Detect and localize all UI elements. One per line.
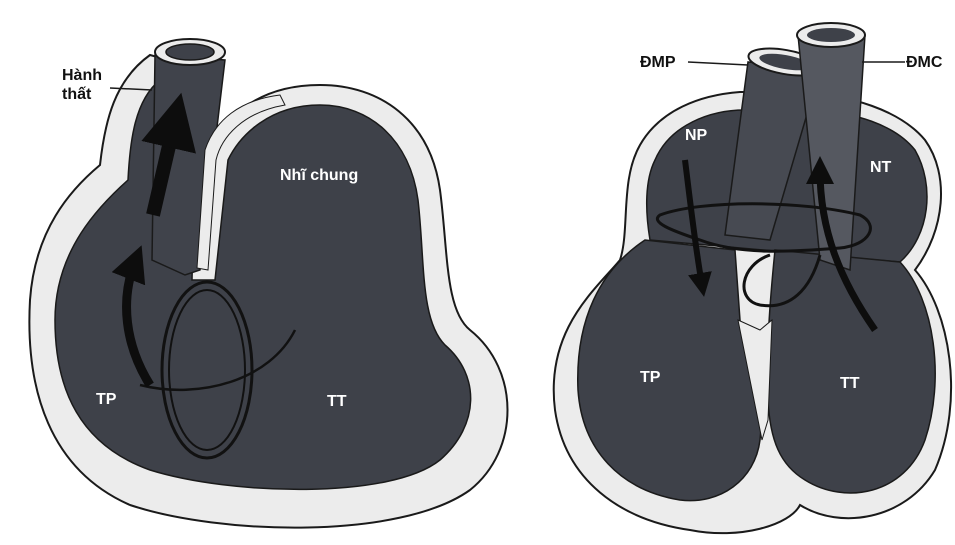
left-heart-left-ventricle-label: TT bbox=[327, 392, 347, 411]
pulmonary-artery-label: ĐMP bbox=[640, 53, 676, 72]
right-heart bbox=[554, 23, 951, 533]
aorta-label: ĐMC bbox=[906, 53, 942, 72]
right-heart-left-ventricle-label: TT bbox=[840, 374, 860, 393]
left-heart bbox=[29, 39, 507, 528]
bulbus-label: Hành thất bbox=[62, 66, 122, 104]
common-atrium-label: Nhĩ chung bbox=[280, 166, 358, 185]
right-atrium-label: NP bbox=[685, 126, 707, 145]
right-heart-right-ventricle-label: TP bbox=[640, 368, 660, 387]
left-heart-right-ventricle-label: TP bbox=[96, 390, 116, 409]
pulmonary-artery-leader-line bbox=[688, 62, 748, 65]
right-ventricle-chamber bbox=[578, 240, 761, 501]
left-atrium-label: NT bbox=[870, 158, 891, 177]
